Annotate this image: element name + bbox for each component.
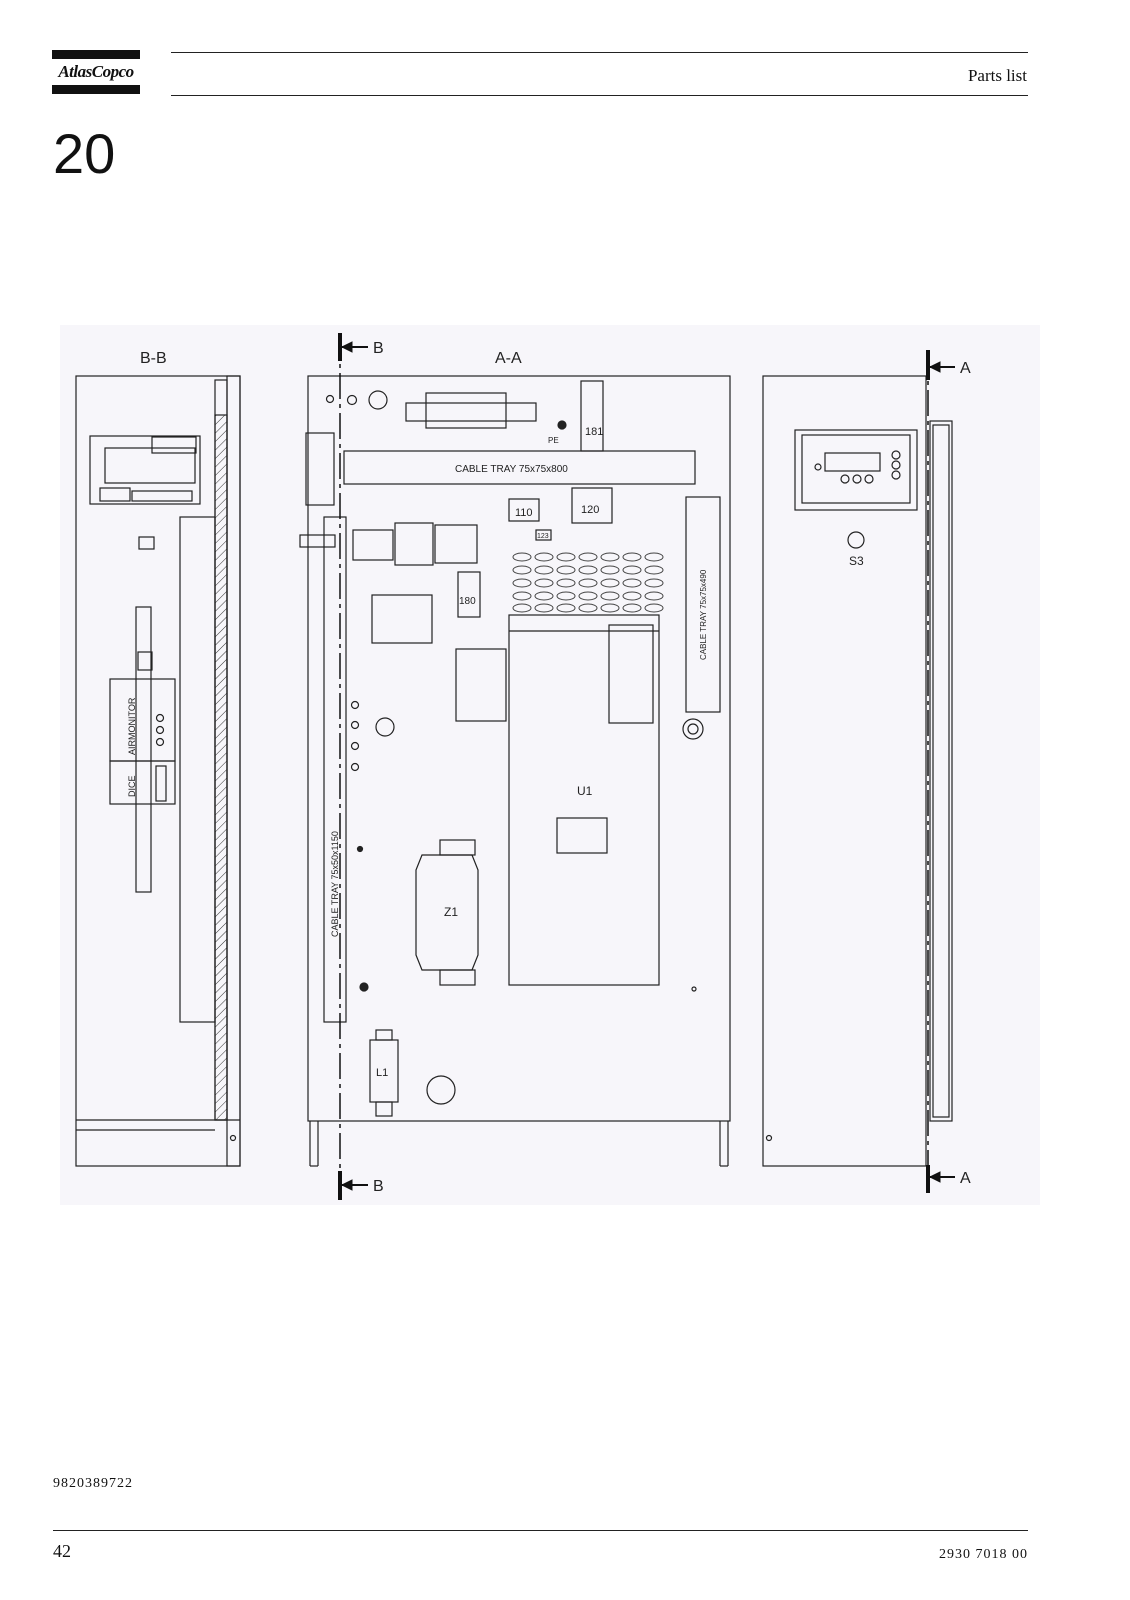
cut-label-b-top: B xyxy=(373,340,384,357)
airmonitor-label: AIRMONITOR xyxy=(127,697,137,755)
page-number: 42 xyxy=(53,1541,71,1561)
header-rule-bottom xyxy=(171,95,1028,96)
logo-bar-top xyxy=(52,50,140,59)
ref-181: 181 xyxy=(585,426,603,438)
footer-rule xyxy=(53,1530,1028,1531)
header-rule-top xyxy=(171,52,1028,53)
section-view-bb: B-B AIRMONITOR DICE xyxy=(75,350,241,1167)
view-label-aa: A-A xyxy=(495,350,522,367)
view-label-bb: B-B xyxy=(140,350,167,367)
side-view-right: S3 xyxy=(762,375,953,1167)
page-section-title: Parts list xyxy=(967,66,1027,85)
u1-label: U1 xyxy=(577,784,593,798)
chapter-number: 20 xyxy=(53,122,116,185)
ref-180: 180 xyxy=(459,596,476,607)
section-cut-b: B B xyxy=(338,333,384,1200)
cut-label-a-bottom: A xyxy=(960,1170,971,1187)
s3-label: S3 xyxy=(849,554,864,568)
ref-110: 110 xyxy=(515,507,533,519)
cable-tray-top-label: CABLE TRAY 75x75x800 xyxy=(455,464,568,475)
dice-label: DICE xyxy=(127,775,137,797)
ref-120: 120 xyxy=(581,504,599,516)
logo-bar-bottom xyxy=(52,85,140,94)
pe-label: PE xyxy=(548,436,559,445)
document-id: 9820389722 xyxy=(53,1476,133,1491)
ref-123: 123 xyxy=(537,533,549,540)
logo-wordmark: AtlasCopco xyxy=(58,62,134,81)
part-number: 2930 7018 00 xyxy=(939,1547,1028,1562)
section-cut-a: A A xyxy=(926,350,971,1193)
atlas-copco-logo: AtlasCopco xyxy=(52,50,140,94)
z1-label: Z1 xyxy=(444,905,458,919)
cut-label-b-bottom: B xyxy=(373,1178,384,1195)
section-view-aa: A-A 181 PE CABLE TRAY 75x75x800 110 120 … xyxy=(299,350,731,1167)
cabinet-technical-drawing: B-B AIRMONITOR DICE A-A xyxy=(60,325,1040,1205)
cable-tray-right-label: CABLE TRAY 75x75x490 xyxy=(699,569,708,660)
cable-tray-left-label: CABLE TRAY 75x50x1150 xyxy=(330,831,340,937)
cut-label-a-top: A xyxy=(960,360,971,377)
l1-label: L1 xyxy=(376,1067,388,1079)
